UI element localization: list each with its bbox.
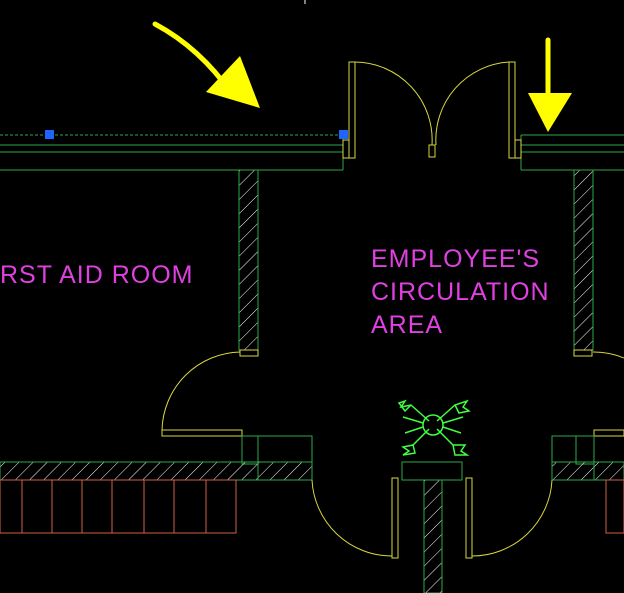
door-stop — [428, 144, 436, 158]
door-jamb-left — [342, 139, 350, 159]
interior-wall-left[interactable] — [238, 169, 259, 351]
double-door-bottom[interactable] — [311, 477, 553, 559]
room-label-employee-line-3: AREA — [371, 311, 443, 339]
central-corridor-wall[interactable] — [401, 461, 463, 593]
door-frame — [575, 435, 595, 465]
double-door-top[interactable] — [342, 61, 522, 159]
door-leaf — [593, 429, 624, 437]
door-leaf-left — [348, 61, 356, 159]
hatched-wall-section — [423, 479, 443, 593]
grip-square-icon[interactable] — [45, 130, 54, 139]
door-jamb-right — [514, 139, 522, 159]
door-leaf-left — [391, 477, 399, 559]
door-swing — [592, 351, 624, 359]
arrow-icon — [152, 21, 260, 108]
door-lower-left[interactable] — [161, 349, 259, 465]
room-label-employee-line-1: EMPLOYEE'S — [371, 245, 540, 273]
cabinet-row-left[interactable] — [0, 479, 237, 534]
compass-rose-icon[interactable] — [397, 399, 471, 456]
room-label-employee-line-2: CIRCULATION — [371, 278, 550, 306]
wall-pier — [257, 435, 313, 481]
top-wall-right[interactable] — [520, 134, 624, 171]
door-leaf-right — [508, 61, 516, 159]
door-leaf — [161, 429, 243, 437]
bottom-wall-right[interactable] — [551, 435, 624, 481]
door-frame — [241, 435, 259, 465]
door-stop — [239, 349, 259, 357]
door-swing-right — [471, 479, 553, 557]
corridor-wall-cap — [401, 461, 463, 481]
door-swing-right — [435, 61, 510, 146]
bottom-wall-left[interactable] — [0, 435, 313, 481]
door-swing-left — [354, 61, 433, 146]
door-stop — [573, 349, 593, 357]
hatched-wall-section — [238, 169, 259, 351]
cabinet-right[interactable] — [605, 479, 624, 534]
door-swing — [161, 351, 241, 431]
arrow-icon — [528, 37, 572, 132]
hatched-wall-section — [573, 169, 594, 351]
wall-pier — [551, 435, 595, 481]
top-wall-left[interactable] — [0, 134, 344, 171]
hatched-wall-section — [0, 461, 313, 481]
cabinet-outline — [0, 479, 237, 534]
door-leaf-right — [465, 477, 473, 559]
interior-wall-right[interactable] — [573, 169, 594, 351]
grip-square-icon[interactable] — [339, 130, 348, 139]
door-swing-left — [311, 479, 393, 557]
door-lower-right[interactable] — [573, 349, 624, 465]
room-label-first-aid: RST AID ROOM — [0, 261, 194, 289]
hatched-wall-section — [551, 461, 624, 481]
